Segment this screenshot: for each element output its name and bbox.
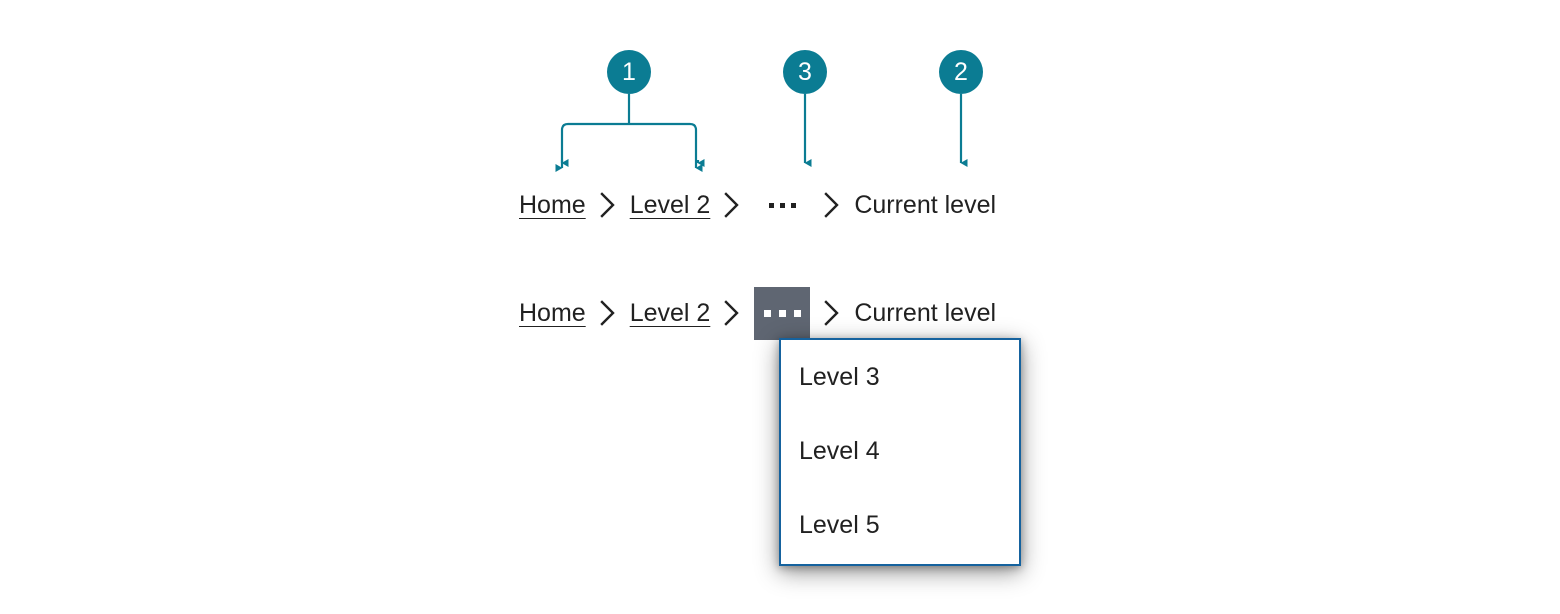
ellipsis-icon (790, 202, 796, 208)
chevron-right-icon (810, 286, 854, 340)
ellipsis-icon (763, 309, 771, 317)
chevron-right-icon (586, 178, 630, 232)
callout-badge-1: 1 (607, 50, 651, 94)
breadcrumb-link-level-2[interactable]: Level 2 (630, 286, 711, 340)
chevron-right-icon (586, 286, 630, 340)
breadcrumb-link-level-2[interactable]: Level 2 (630, 178, 711, 232)
breadcrumb-rest-state: Home Level 2 Current level (519, 178, 996, 232)
ellipsis-icon (779, 202, 785, 208)
chevron-right-icon (710, 178, 754, 232)
callout-1-connector (555, 94, 705, 172)
breadcrumb-current-level: Current level (854, 191, 997, 219)
breadcrumb-link-home[interactable]: Home (519, 178, 586, 232)
ellipsis-icon (793, 309, 801, 317)
overflow-menu-item-level-5[interactable]: Level 5 (781, 488, 1019, 562)
breadcrumb-open-state: Home Level 2 Current level (519, 286, 996, 340)
overflow-menu-item-level-3[interactable]: Level 3 (781, 340, 1019, 414)
breadcrumb-current-level: Current level (854, 299, 997, 327)
chevron-right-icon (710, 286, 754, 340)
breadcrumb-overflow-menu: Level 3 Level 4 Level 5 (779, 338, 1021, 566)
callout-badge-2: 2 (939, 50, 983, 94)
callout-badge-3: 3 (783, 50, 827, 94)
chevron-right-icon (810, 178, 854, 232)
overflow-menu-item-level-4[interactable]: Level 4 (781, 414, 1019, 488)
breadcrumb-overflow-button-active[interactable] (754, 286, 811, 340)
breadcrumb-link-home[interactable]: Home (519, 286, 586, 340)
ellipsis-icon (778, 309, 786, 317)
ellipsis-icon (768, 202, 774, 208)
breadcrumb-overflow-button[interactable] (754, 178, 810, 232)
